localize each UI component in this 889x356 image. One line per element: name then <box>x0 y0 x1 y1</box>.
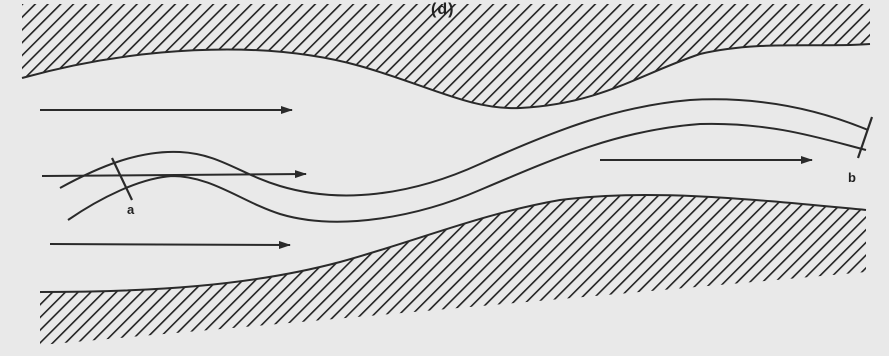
flow-arrow-lower <box>50 244 290 245</box>
panel-label: (d) <box>431 1 454 19</box>
section-marker-b <box>858 117 872 158</box>
section-label-b: b <box>848 170 856 185</box>
section-label-a: a <box>127 202 134 217</box>
lower-bank-hatched <box>40 195 866 345</box>
upper-bank-hatched <box>22 4 870 108</box>
stream-line-upper <box>60 99 868 195</box>
